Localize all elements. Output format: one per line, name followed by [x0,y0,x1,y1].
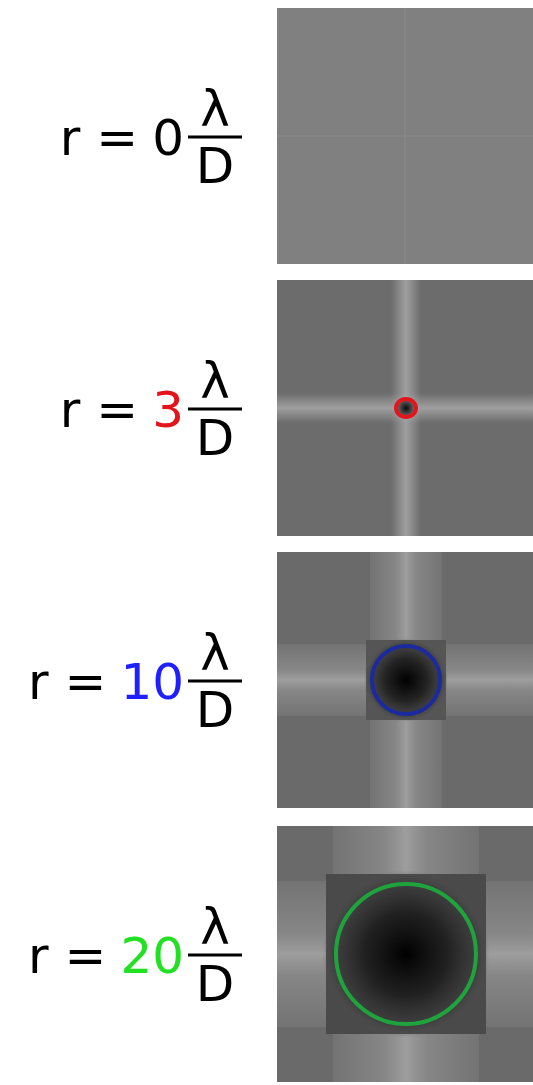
radius-label: r =0λD [60,84,242,191]
psf-image [277,552,533,808]
fraction-numerator: λ [200,628,230,678]
psf-image [277,826,533,1082]
fraction-numerator: λ [200,356,230,406]
fraction-numerator: λ [200,84,230,134]
fraction-denominator: D [196,413,235,463]
fraction-bar [188,136,242,139]
fraction-denominator: D [196,141,235,191]
radius-value: 3 [152,380,184,438]
fraction: λD [188,628,242,735]
psf-image [277,280,533,536]
fraction: λD [188,84,242,191]
fraction-numerator: λ [200,902,230,952]
radius-symbol: r = [28,652,106,710]
fraction-bar [188,408,242,411]
fraction: λD [188,902,242,1009]
fraction-denominator: D [196,959,235,1009]
radius-symbol: r = [60,108,138,166]
radius-value: 0 [152,108,184,166]
radius-label: r =20λD [28,902,242,1009]
radius-label: r =10λD [28,628,242,735]
radius-symbol: r = [60,380,138,438]
psf-image [277,8,533,264]
fraction-bar [188,954,242,957]
radius-label: r =3λD [60,356,242,463]
radius-value: 10 [120,652,184,710]
fraction-bar [188,680,242,683]
radius-symbol: r = [28,926,106,984]
radius-value: 20 [120,926,184,984]
fraction-denominator: D [196,685,235,735]
fraction: λD [188,356,242,463]
